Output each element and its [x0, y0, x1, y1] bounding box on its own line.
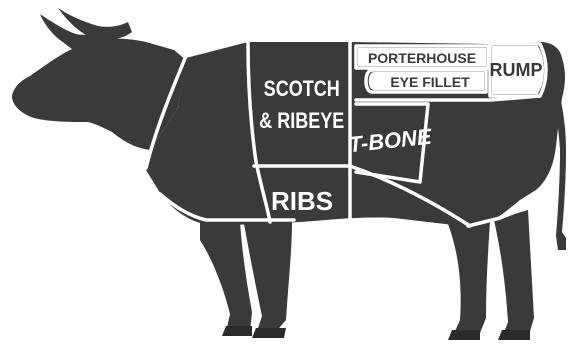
cow-legs — [200, 210, 534, 340]
rump-label: RUMP — [490, 60, 543, 80]
ribs-label: RIBS — [271, 186, 333, 216]
eye-fillet-label: EYE FILLET — [390, 74, 470, 90]
scotch-label-line2: & RIBEYE — [259, 109, 344, 133]
porterhouse-label: PORTERHOUSE — [368, 50, 476, 66]
cow-head — [12, 8, 186, 150]
scotch-label-line1: SCOTCH — [264, 77, 340, 101]
